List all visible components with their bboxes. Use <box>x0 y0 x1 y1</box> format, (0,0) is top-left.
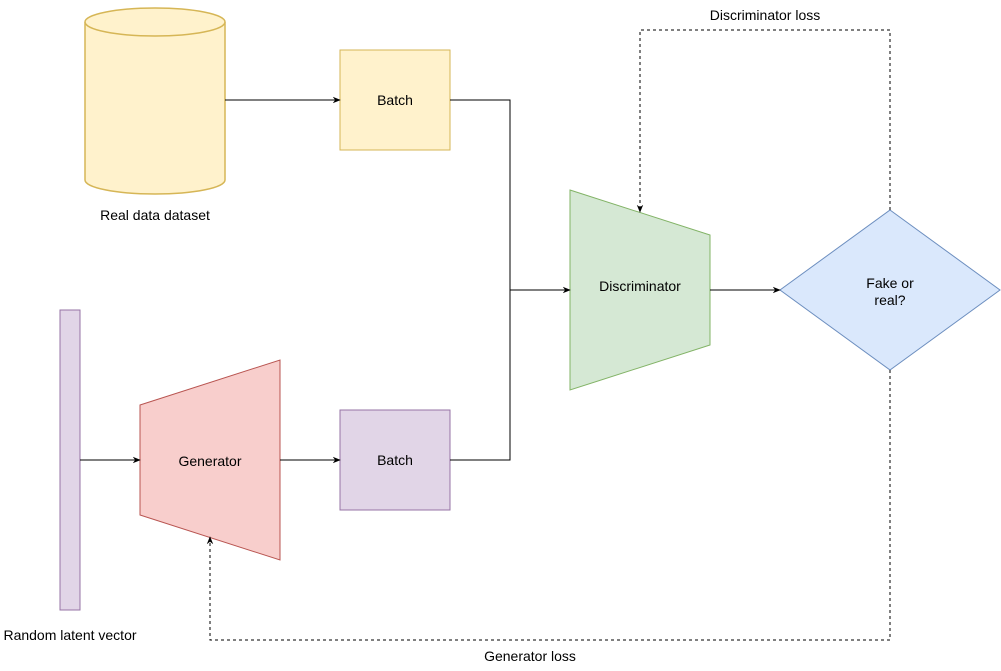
discriminator-loss-arrow <box>636 29 891 213</box>
generator-loss-arrow <box>206 370 891 641</box>
real-batch-label: Batch <box>377 92 413 108</box>
real-batch-to-discriminator-arrow <box>450 99 571 294</box>
discriminator-label: Discriminator <box>599 278 681 294</box>
real-batch-box <box>339 49 451 151</box>
decision-label-line2: real? <box>874 292 905 308</box>
latent-vector-label: Random latent vector <box>3 627 136 643</box>
generator-label: Generator <box>178 453 241 469</box>
fake-batch-to-discriminator-line <box>450 290 511 461</box>
discriminator-loss-label: Discriminator loss <box>710 7 820 23</box>
discriminator-trapezoid <box>569 189 711 391</box>
decision-label-line1: Fake or <box>866 275 914 291</box>
dataset-label: Real data dataset <box>100 207 210 223</box>
generator-loss-label: Generator loss <box>484 648 576 664</box>
generator-trapezoid <box>139 359 281 561</box>
fake-batch-label: Batch <box>377 452 413 468</box>
dataset-cylinder <box>84 7 226 195</box>
latent-vector-bar <box>59 309 81 611</box>
